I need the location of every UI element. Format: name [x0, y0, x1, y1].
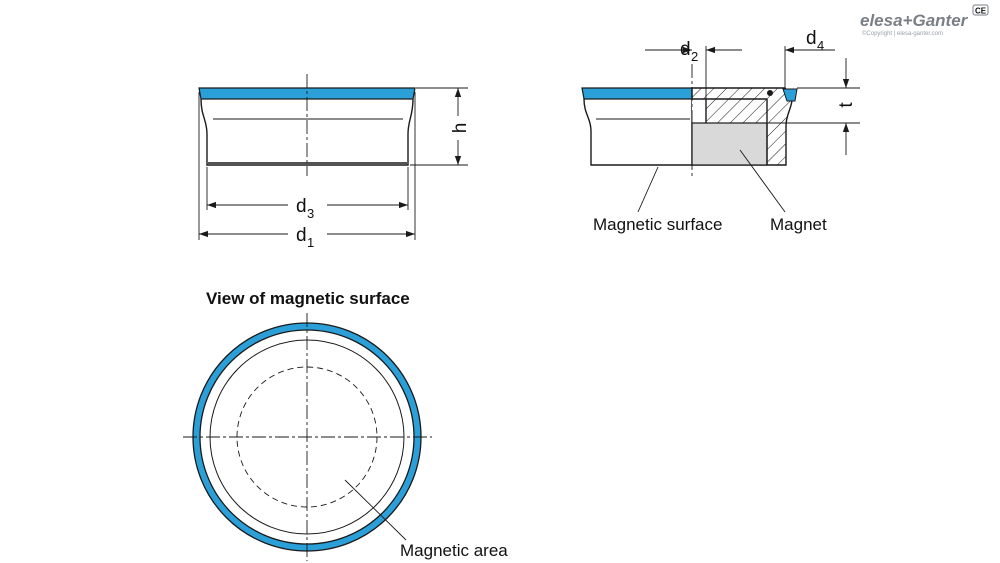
magnetic-surface-label: Magnetic surface [593, 215, 722, 234]
front-body-outline [200, 98, 414, 166]
d3-label-sub: 3 [307, 206, 314, 221]
steel-core-section [705, 98, 768, 124]
surface-leader [637, 166, 659, 213]
top-view: View of magnetic surface Magnetic area [183, 289, 508, 561]
brand-logo: elesa+Ganter ©Copyright | elesa-ganter.c… [860, 4, 989, 37]
section-left-outline [583, 98, 692, 166]
t-label: t [836, 102, 857, 108]
magnetic-area-label: Magnetic area [400, 541, 508, 560]
section-view: d 2 d 4 t Magnetic surface Magnet [581, 28, 860, 234]
brand-logo-text: elesa+Ganter [860, 11, 969, 30]
magnet-body [691, 122, 768, 166]
section-magnetic-band [581, 87, 693, 100]
section-rim-band [782, 88, 798, 102]
top-view-title: View of magnetic surface [206, 289, 410, 308]
d4-label: d [806, 28, 817, 49]
rim-bead [767, 90, 773, 96]
d1-label-sub: 1 [307, 235, 314, 250]
d1-label: d [296, 225, 307, 246]
d2-label: d [680, 39, 691, 60]
d4-label-sub: 4 [817, 38, 824, 53]
front-view: d 3 d 1 h [198, 74, 471, 250]
magnetic-area-leader [344, 479, 407, 541]
ce-badge: CE [975, 7, 987, 16]
magnet-leader [739, 149, 786, 213]
magnet-label: Magnet [770, 215, 827, 234]
h-label: h [450, 123, 471, 134]
ce-badge-frame [972, 4, 989, 16]
d3-label: d [296, 196, 307, 217]
brand-copyright: ©Copyright | elesa-ganter.com [862, 30, 943, 37]
d2-label-sub: 2 [691, 49, 698, 64]
